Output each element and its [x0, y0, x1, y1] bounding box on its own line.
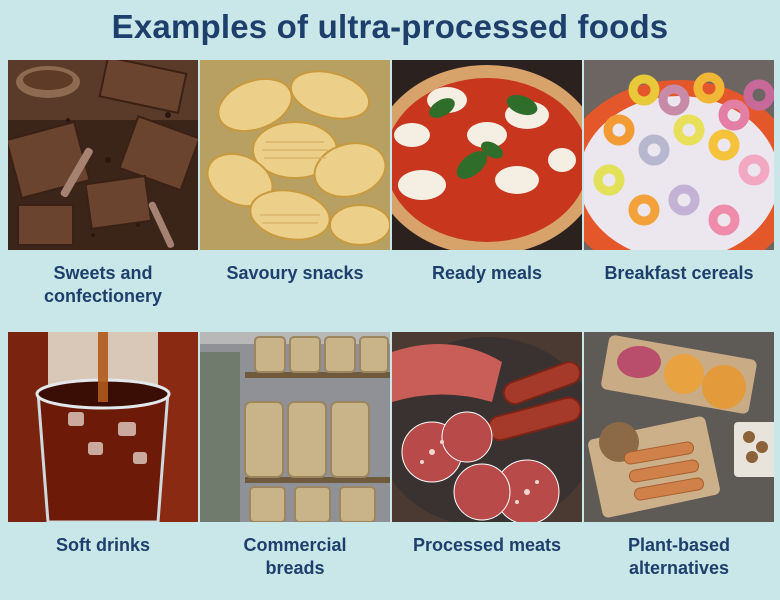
crisps-photo-icon: [200, 60, 390, 250]
plant-based-photo-icon: [584, 332, 774, 522]
bread-photo-icon: [200, 332, 390, 522]
food-grid: Sweets and confectionery Savoury snacks …: [8, 60, 774, 597]
caption-plant-based: Plant-based alternatives: [627, 535, 731, 578]
caption-savoury-snacks: Savoury snacks: [226, 263, 364, 283]
caption-soft-drinks: Soft drinks: [55, 535, 150, 555]
meats-photo-icon: [392, 332, 582, 522]
caption-commercial-breads: Commercial breads: [243, 535, 347, 578]
page-title: Examples of ultra-processed foods: [111, 8, 669, 45]
cereal-photo-icon: [584, 60, 774, 250]
cola-photo-icon: [8, 332, 198, 522]
caption-processed-meats: Processed meats: [412, 535, 562, 555]
caption-sweets: Sweets and confectionery: [43, 263, 163, 306]
chocolate-photo-icon: [8, 60, 198, 250]
caption-ready-meals: Ready meals: [431, 263, 543, 283]
caption-breakfast-cereals: Breakfast cereals: [604, 263, 754, 283]
pizza-photo-icon: [392, 60, 582, 250]
